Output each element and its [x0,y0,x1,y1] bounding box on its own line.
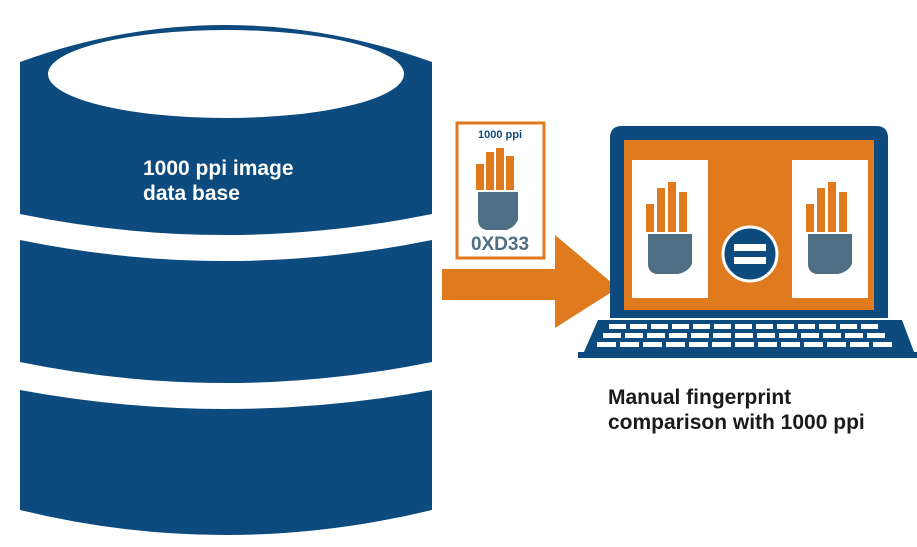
card-code: 0XD33 [471,234,529,255]
laptop-caption: Manual fingerprint comparison with 1000 … [608,385,865,435]
database-tier-bottom [20,390,432,535]
laptop-icon [578,126,917,358]
database-label-line1: 1000 ppi image [143,157,294,180]
laptop-base [578,352,917,358]
database-top-ellipse [48,30,404,118]
equals-icon [721,225,779,283]
hand-icon [806,182,852,274]
database-label: 1000 ppi image data base [143,156,294,206]
hand-icon [646,182,692,274]
laptop-caption-line1: Manual fingerprint [608,386,792,409]
laptop-caption-line2: comparison with 1000 ppi [608,411,865,434]
database-tier-middle [20,240,432,383]
database-label-line2: data base [143,182,240,205]
card-resolution: 1000 ppi [478,129,522,141]
fingerprint-card-icon: 1000 ppi 0XD33 [455,121,546,260]
hand-icon [476,148,518,230]
database-icon [20,25,432,535]
keyboard-keys [597,324,892,347]
arrow-right-icon [442,235,618,328]
card-frame [455,121,546,260]
